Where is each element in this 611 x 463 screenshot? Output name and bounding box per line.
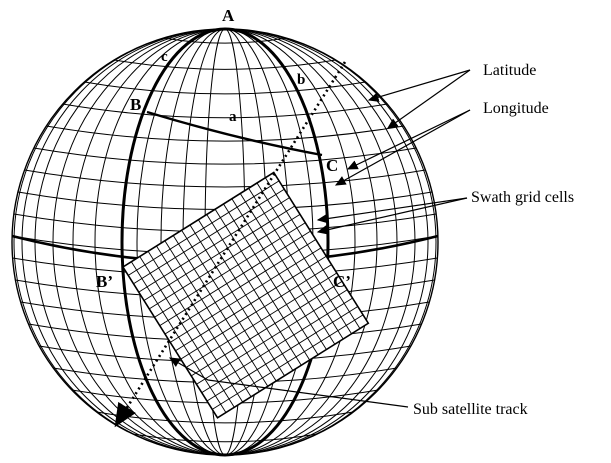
swath-grid-line bbox=[201, 297, 353, 394]
parallel-line bbox=[46, 125, 404, 142]
parallel-line bbox=[132, 433, 318, 443]
arc-b-label: b bbox=[297, 72, 305, 88]
parallel-line bbox=[24, 169, 426, 188]
latitude-leader-1 bbox=[367, 69, 471, 102]
swath-grid-line bbox=[256, 182, 352, 334]
arc-a-line bbox=[146, 110, 323, 157]
point-b-label: B bbox=[130, 95, 141, 114]
swath-grid-line bbox=[206, 306, 359, 402]
latitude-label: Latitude bbox=[483, 62, 536, 79]
track-label: Sub satellite track bbox=[413, 401, 528, 418]
point-c-label: C bbox=[326, 156, 338, 175]
callout-leaders bbox=[168, 69, 471, 408]
point-b-prime-label: B’ bbox=[96, 272, 113, 291]
swath-grid-line bbox=[212, 314, 364, 410]
parallel-line bbox=[62, 103, 388, 119]
longitude-leader-2 bbox=[334, 109, 471, 186]
point-c-prime-label: C’ bbox=[333, 272, 351, 291]
meridian-great-circle bbox=[120, 27, 330, 457]
swath-label: Swath grid cells bbox=[471, 189, 574, 206]
meridian-line-9 bbox=[21, 29, 429, 455]
longitude-label: Longitude bbox=[483, 100, 549, 117]
parallel-line bbox=[33, 147, 417, 165]
meridian-line-6 bbox=[72, 29, 378, 455]
longitude-leader-1 bbox=[346, 109, 471, 170]
parallel-line bbox=[114, 59, 336, 70]
arc-a-label: a bbox=[229, 109, 237, 125]
arc-c-label: c bbox=[161, 49, 168, 65]
meridian-line-5 bbox=[94, 29, 356, 455]
parallel-line bbox=[163, 37, 287, 44]
swath-grid-line bbox=[265, 177, 361, 329]
sub-satellite-track-line bbox=[114, 61, 347, 428]
swath-leader-1 bbox=[316, 197, 468, 224]
latitude-leader-2 bbox=[387, 69, 471, 129]
swath-grid bbox=[121, 171, 370, 419]
track-leader bbox=[168, 357, 409, 408]
point-a-label: A bbox=[222, 6, 235, 25]
swath-leader-2 bbox=[316, 197, 468, 235]
parallel-line bbox=[84, 81, 366, 95]
meridian-line-10 bbox=[13, 29, 437, 455]
